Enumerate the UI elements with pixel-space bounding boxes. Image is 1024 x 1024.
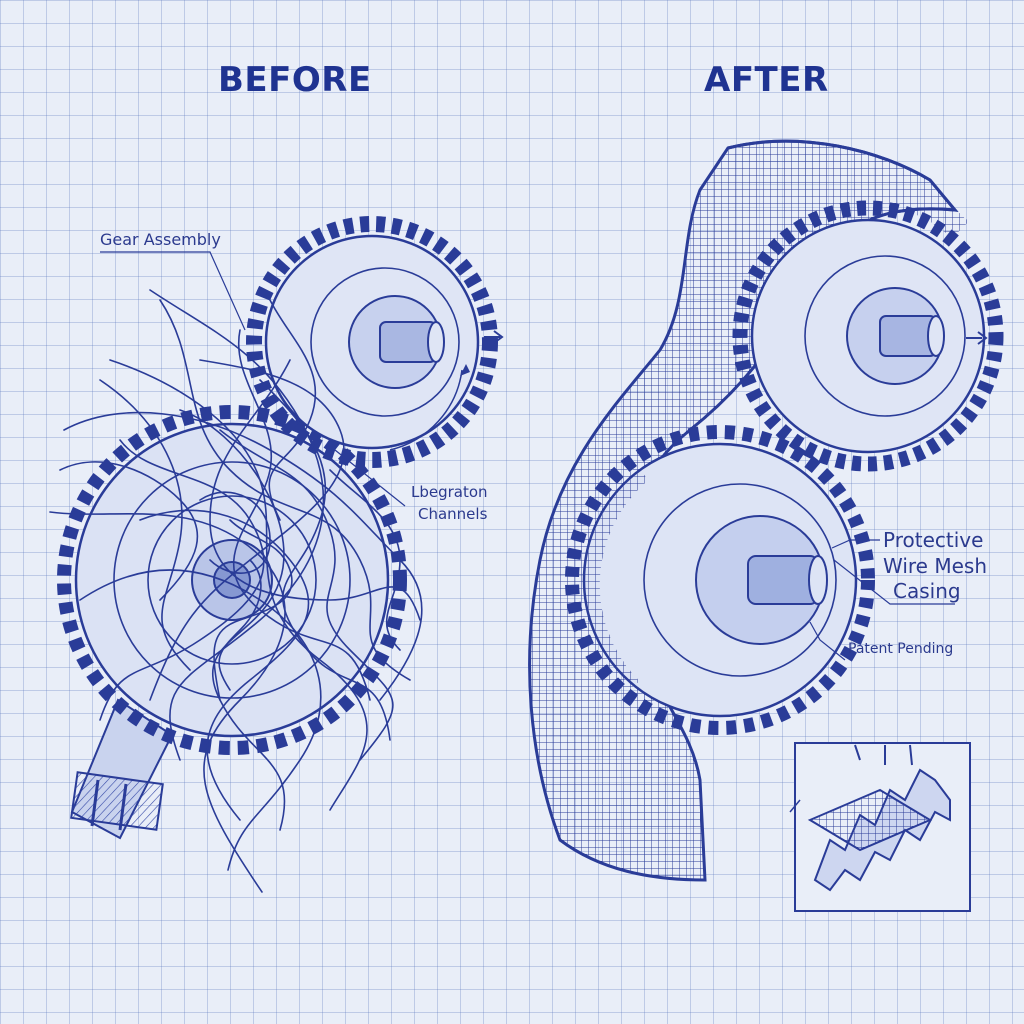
upper-gear — [246, 216, 498, 468]
before-leaders — [100, 251, 504, 507]
upper-gear-after — [732, 182, 1004, 472]
after-leaders — [809, 539, 955, 661]
large-gear — [57, 405, 407, 755]
inset-detail — [789, 742, 971, 912]
channels-label-line2: Channels — [418, 505, 488, 523]
gear-assembly-label: Gear Assembly — [100, 230, 221, 249]
patent-pending-label: Patent Pending — [848, 641, 954, 657]
tangled-wires — [49, 289, 423, 893]
mesh-label-line3: Casing — [893, 579, 961, 603]
lower-gear-after — [565, 425, 875, 735]
before-illustration — [49, 216, 504, 893]
motor-block — [70, 698, 174, 840]
after-heading: AFTER — [704, 60, 829, 100]
channels-label-line1: Lbegraton — [411, 483, 488, 501]
after-illustration — [528, 139, 1004, 912]
before-heading: BEFORE — [218, 60, 372, 100]
mesh-label-line1: Protective — [883, 528, 984, 552]
mesh-label-line2: Wire Mesh — [883, 554, 987, 578]
